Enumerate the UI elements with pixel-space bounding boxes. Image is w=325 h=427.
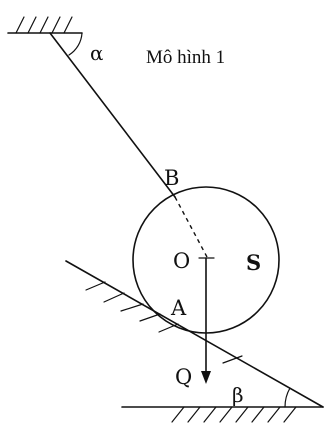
ceiling-support xyxy=(7,16,83,34)
alpha-angle-arc xyxy=(68,32,83,56)
rope xyxy=(49,32,176,198)
rope-extension-dashed xyxy=(174,196,208,258)
force-q-label: Q xyxy=(175,365,192,389)
ground-hatching xyxy=(171,406,297,423)
beta-angle-arc xyxy=(284,387,291,408)
sphere-s-label: S xyxy=(246,250,261,275)
point-b-label: B xyxy=(164,166,179,190)
gravity-arrowhead xyxy=(201,371,211,384)
incline-hatching xyxy=(85,281,243,364)
inclined-plane xyxy=(65,260,324,408)
alpha-label: α xyxy=(90,41,104,65)
diagram-title: Mô hình 1 xyxy=(146,47,225,68)
point-a-label: A xyxy=(170,296,187,320)
beta-label: β xyxy=(232,383,244,407)
point-o-label: O xyxy=(173,249,190,273)
